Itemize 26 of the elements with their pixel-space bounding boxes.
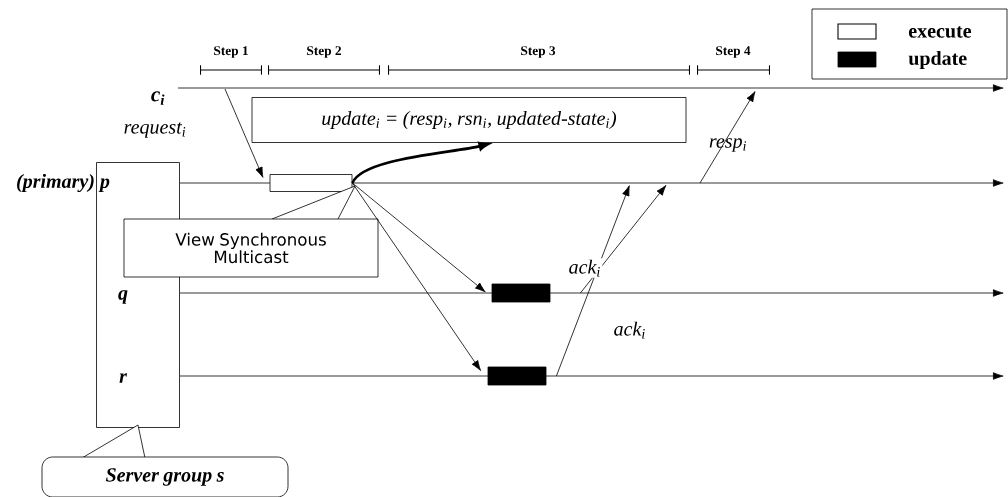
- message-arrow: [556, 185, 630, 377]
- message-arrow: [224, 88, 264, 178]
- callout-box: Server group s: [41, 424, 289, 497]
- edge-label: request$_{i}$: [122, 120, 188, 140]
- process-label: q: [118, 290, 128, 304]
- callout-box: View Synchronous Multicast: [123, 185, 379, 278]
- node-label: Server group s: [105, 468, 224, 486]
- legend-label: execute: [908, 26, 972, 38]
- process-label: c$_{i}$: [151, 91, 165, 105]
- formula-box: update$_{i}$ = (resp$_{i}$, rsn$_{i}$, updated-state$_{i}$): [251, 97, 687, 143]
- legend-label: update: [908, 50, 967, 70]
- update-bar: [491, 283, 551, 303]
- step-label: Step 2: [307, 46, 342, 58]
- edge-label: ack$_{i}$: [567, 258, 603, 278]
- message-arrow: [580, 185, 667, 294]
- process-label: (primary) p: [17, 173, 110, 193]
- step-label: Step 3: [521, 46, 556, 58]
- step-label: Step 1: [214, 46, 248, 58]
- message-arrow: [352, 182, 486, 293]
- edge-label: ack$_{i}$: [612, 320, 648, 340]
- update-bar: [487, 366, 547, 386]
- message-label: resp$_{i}$: [709, 138, 747, 152]
- step-label: Step 4: [716, 46, 751, 58]
- process-label: r: [119, 373, 128, 383]
- message-arrow: [352, 182, 481, 371]
- execute-box: [269, 174, 353, 192]
